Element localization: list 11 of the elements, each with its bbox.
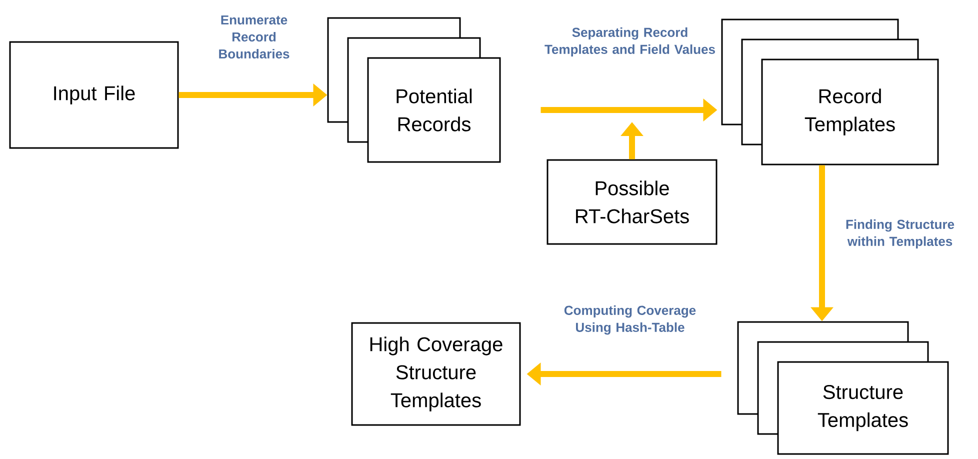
edge-label: Computing Coverage Using Hash-Table — [564, 305, 696, 335]
process-box: Input File — [9, 41, 179, 149]
process-box: High Coverage Structure Templates — [351, 322, 521, 426]
edge-label: Separating Record Templates and Field Values — [544, 27, 715, 57]
edge-label: Finding Structure within Templates — [846, 219, 954, 249]
node-label: Templates — [818, 412, 908, 432]
process-box: Possible RT-CharSets — [546, 159, 718, 245]
stacked-box: Structure Templates — [737, 321, 949, 455]
stacked-box: Potential Records — [327, 17, 501, 163]
stacked-box: Record Templates — [721, 18, 939, 166]
edge-label: Enumerate Record Boundaries — [219, 15, 290, 59]
